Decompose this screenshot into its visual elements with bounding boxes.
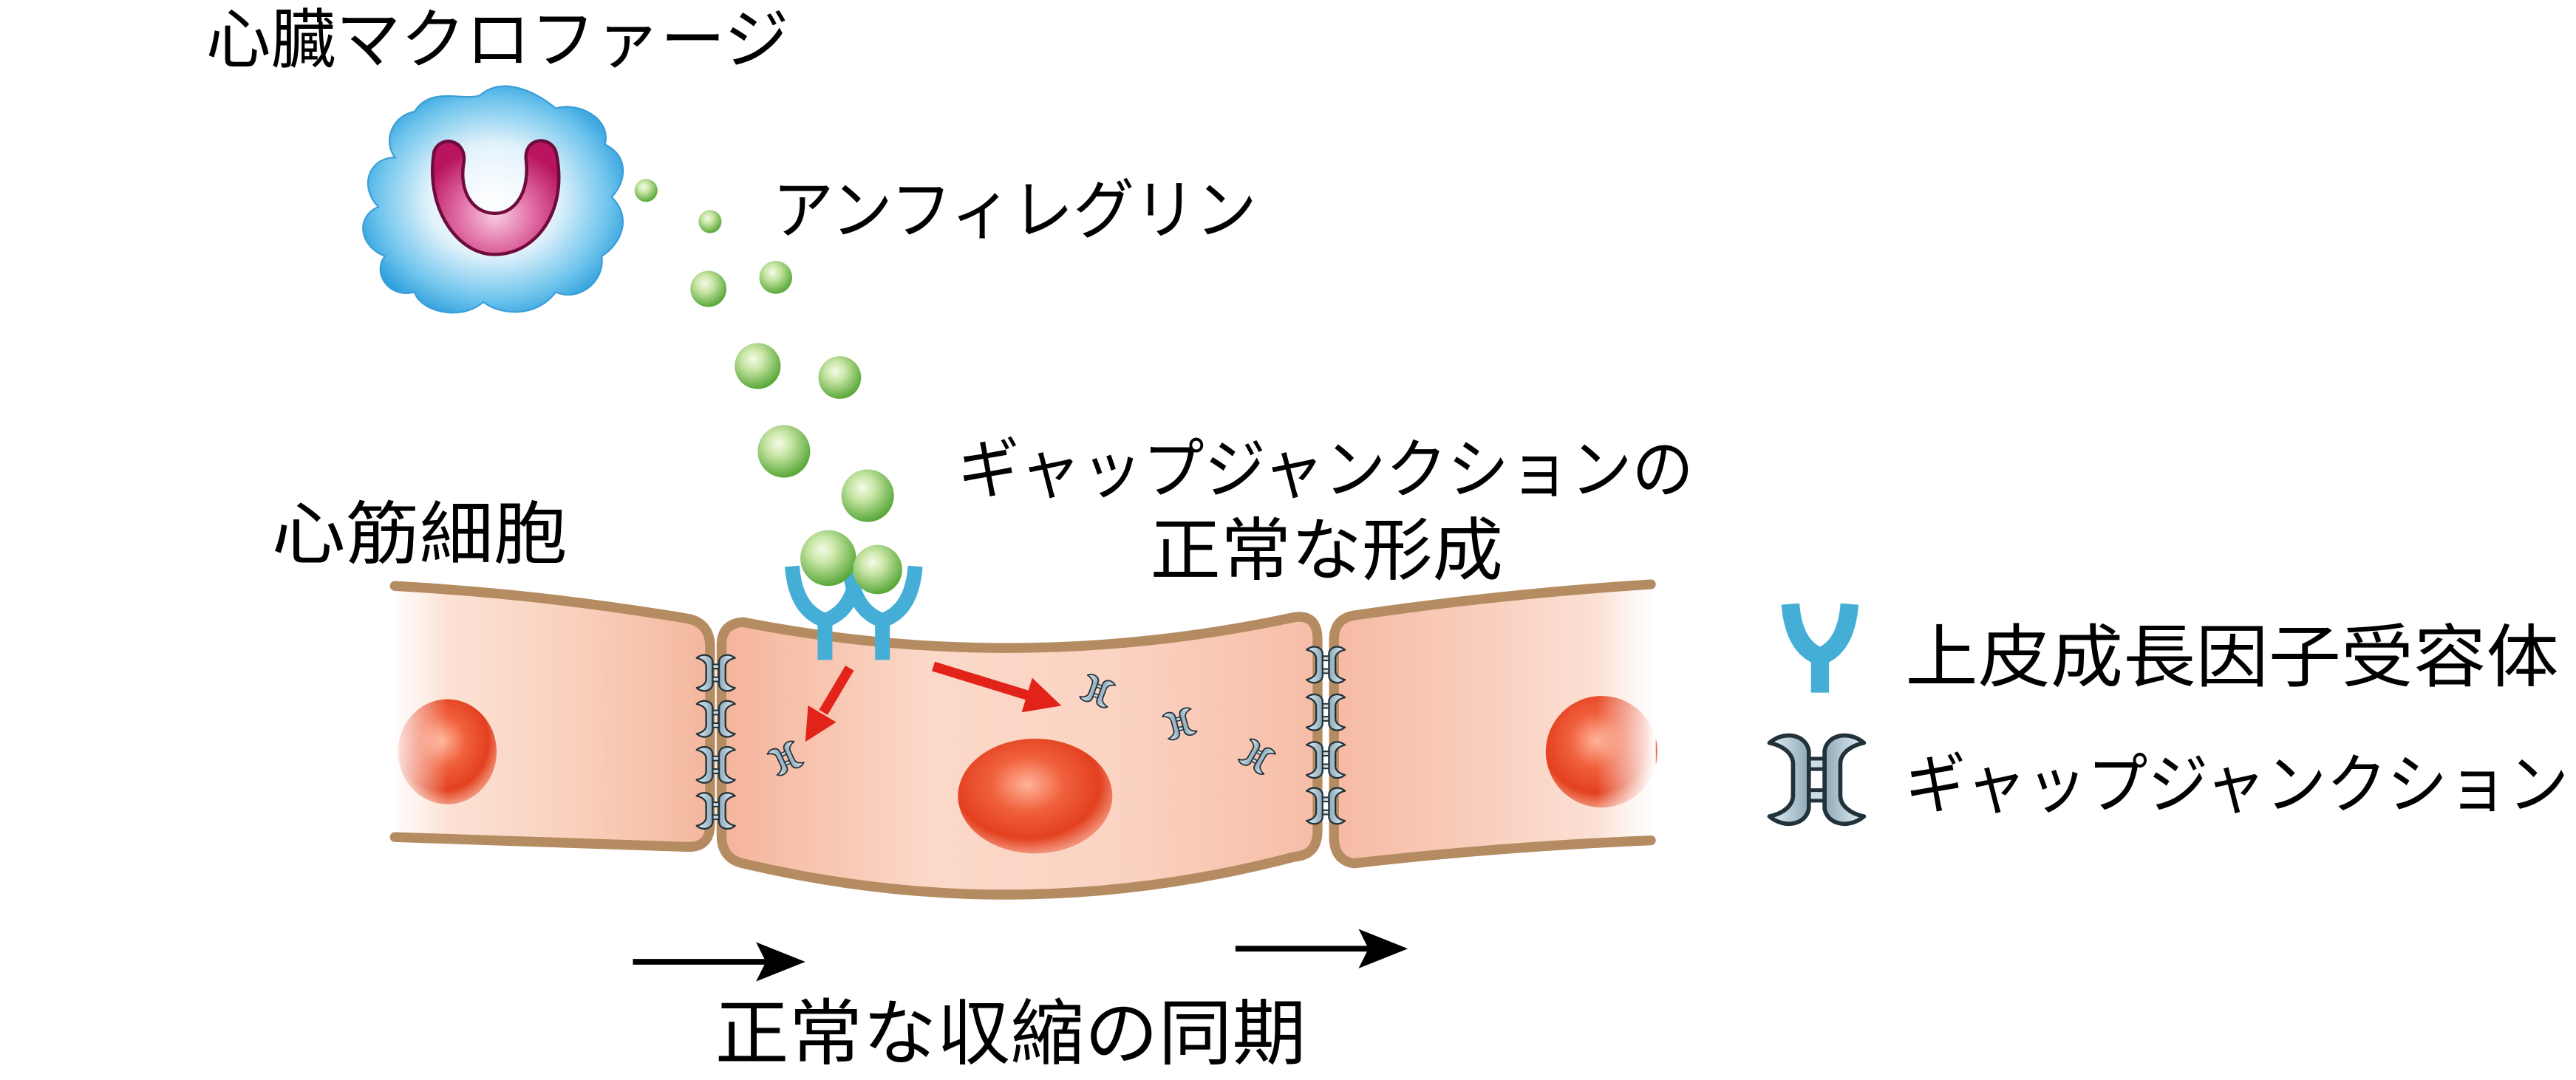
legend-item: ギャップジャンクション — [1769, 736, 2569, 824]
legend-label: 上皮成長因子受容体 — [1905, 618, 2558, 698]
cardiomyocytes — [388, 574, 1657, 900]
gap-junction-formation-label-line1: ギャップジャンクションの — [958, 432, 1693, 508]
amphiregulin-molecule — [634, 179, 658, 202]
contraction-arrow — [1235, 929, 1408, 968]
egf-receptors — [785, 565, 923, 660]
signal-arrow-head — [1021, 677, 1062, 713]
egf-receptor — [842, 565, 923, 660]
cell-membrane — [389, 581, 715, 852]
cell-membrane — [716, 612, 1323, 900]
amphiregulin-molecule — [800, 530, 856, 587]
cell-fade-right — [1596, 574, 1656, 850]
macrophage-nucleus — [431, 139, 561, 256]
signal-arrow-shaft — [819, 665, 854, 715]
amphiregulin-molecule — [735, 343, 781, 389]
macrophage-label: 心臓マクロファージ — [206, 1, 789, 78]
contraction-arrow-head — [756, 942, 805, 982]
contraction-arrow-head — [1358, 929, 1408, 968]
amphiregulin-molecule — [757, 425, 811, 478]
amphiregulin-molecules — [634, 179, 902, 595]
amphiregulin-molecule — [853, 544, 902, 595]
legend-label: ギャップジャンクション — [1905, 747, 2569, 823]
amphiregulin-molecule — [818, 356, 862, 399]
signal-arrow — [805, 665, 854, 742]
contraction-sync-label: 正常な収縮の同期 — [715, 992, 1306, 1076]
amphiregulin-molecule — [698, 210, 722, 233]
legend: 上皮成長因子受容体 ギャップジャンクション — [1769, 603, 2569, 824]
legend-item: 上皮成長因子受容体 — [1781, 603, 2559, 698]
signal-arrow — [932, 661, 1062, 713]
cardiomyocyte-label: 心筋細胞 — [272, 494, 568, 575]
amphiregulin-molecule — [841, 469, 894, 522]
gap-junction-icon — [1769, 736, 1864, 824]
egf-receptor-icon — [1781, 603, 1859, 693]
signal-arrow-shaft — [932, 661, 1030, 701]
amphiregulin-molecule — [759, 261, 792, 294]
gap-junction-formation-label-line2: 正常な形成 — [1150, 511, 1503, 592]
cell-fade-left — [388, 578, 448, 850]
amphiregulin-label: アンフィレグリン — [772, 173, 1256, 249]
macrophage — [362, 85, 624, 314]
signal-arrow-head — [805, 705, 836, 742]
amphiregulin-molecule — [690, 270, 727, 307]
contraction-arrow — [633, 942, 805, 982]
cell-nucleus — [958, 738, 1113, 854]
macrophage-cell — [362, 85, 624, 314]
cell-membrane — [1329, 579, 1656, 869]
